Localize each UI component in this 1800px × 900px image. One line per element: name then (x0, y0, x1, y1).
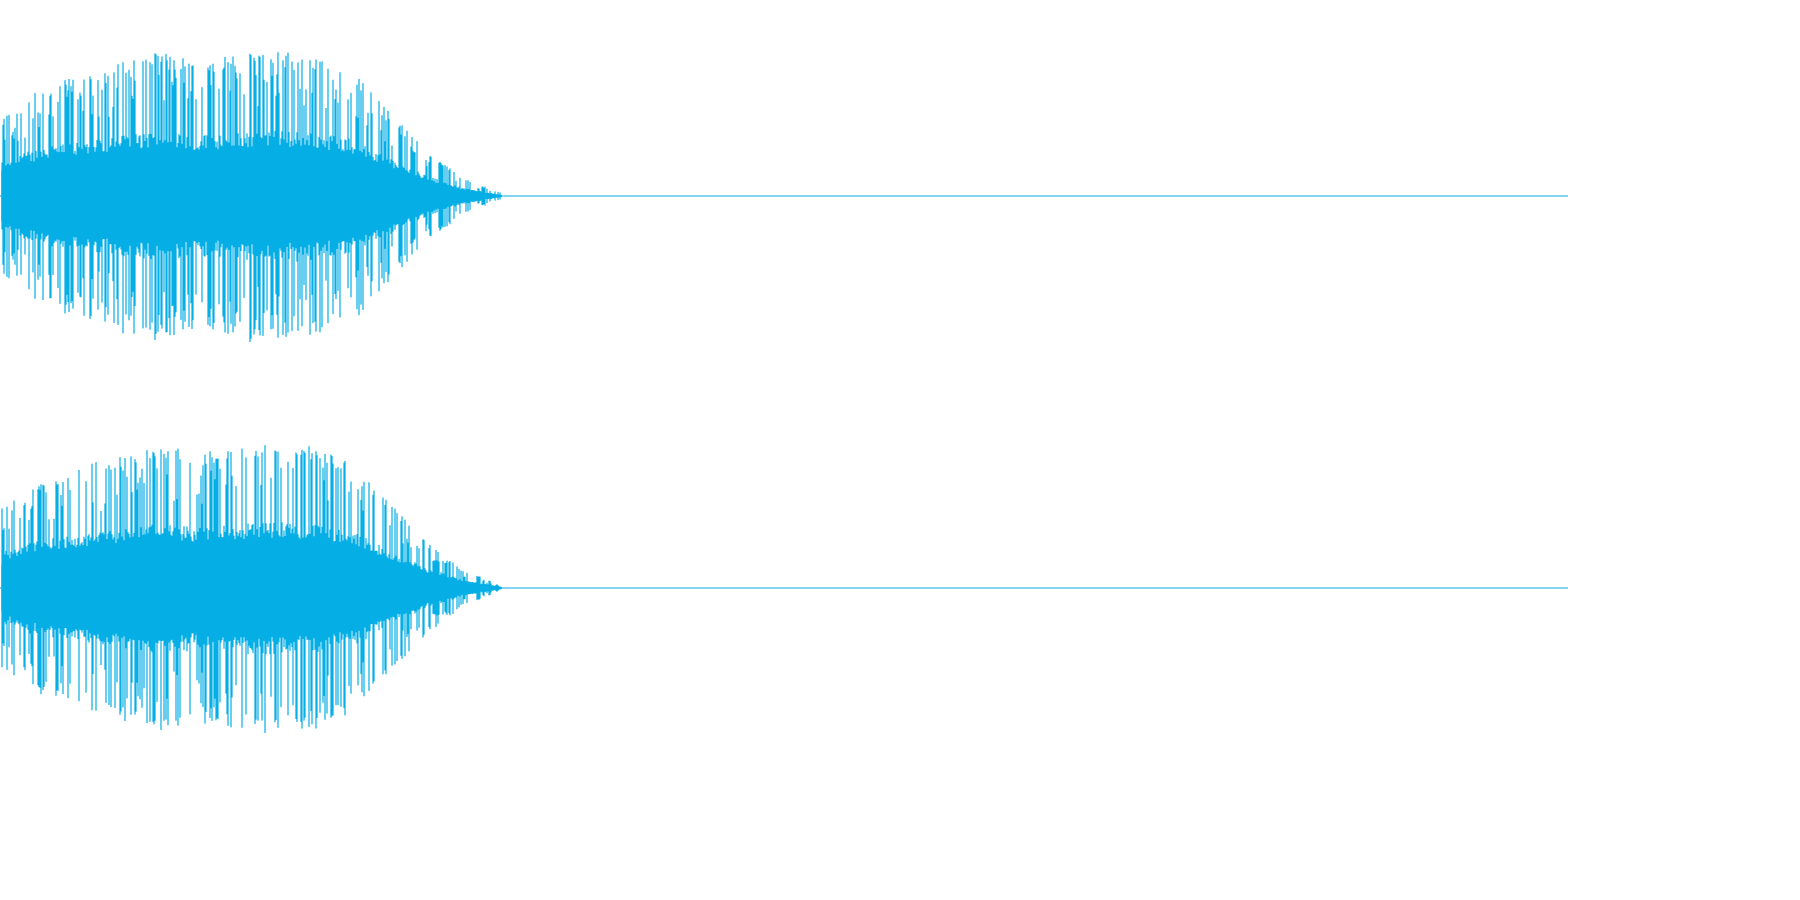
waveform-view (0, 52, 1568, 733)
waveform-body (1, 149, 502, 243)
waveform-channel-1 (0, 52, 1568, 343)
waveform-body (1, 541, 502, 635)
waveform-channel-2 (0, 445, 1568, 733)
